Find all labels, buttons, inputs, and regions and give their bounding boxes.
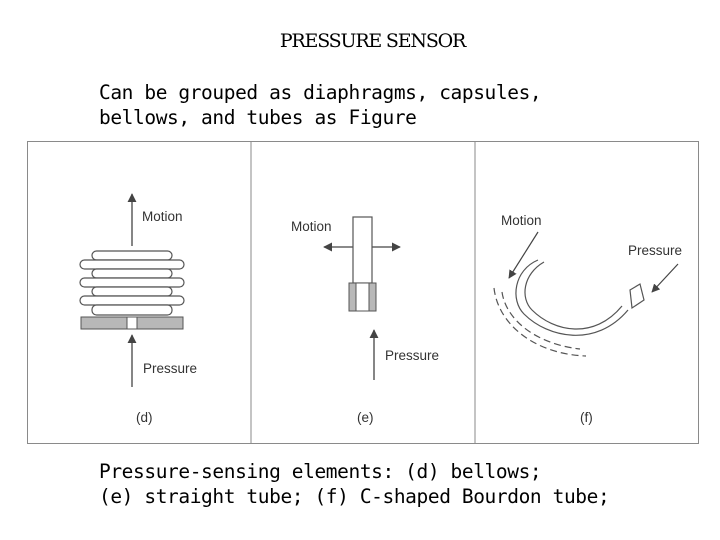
straight-tube-body (348, 216, 377, 312)
panel-bourdon-tube: Motion Pressure (f) (493, 213, 682, 425)
figure-drawing: Motion Pressure (d) Motion (79, 142, 682, 443)
motion-arrow (508, 231, 539, 279)
slide-title: PRESSURE SENSOR (279, 30, 466, 52)
intro-line: bellows, and tubes as Figure (99, 106, 417, 129)
caption-line: (e) straight tube; (f) C-shaped Bourdon … (99, 485, 610, 508)
caption-line: Pressure-sensing elements: (d) bellows; (99, 460, 542, 483)
pressure-label: Pressure (628, 243, 682, 258)
bourdon-tube-body (493, 259, 645, 357)
motion-label: Motion (291, 219, 332, 234)
pressure-elements-figure: Motion Pressure (d) Motion (27, 141, 699, 444)
figure-caption: Pressure-sensing elements: (d) bellows; … (99, 459, 610, 509)
intro-line: Can be grouped as diaphragms, capsules, (99, 81, 542, 104)
panel-straight-tube: Motion Pressure (e) (291, 216, 439, 425)
panel-tag: (f) (580, 410, 593, 425)
panel-bellows: Motion Pressure (d) (79, 193, 197, 425)
panel-tag: (e) (357, 410, 374, 425)
motion-label: Motion (142, 209, 183, 224)
pressure-arrow (651, 263, 679, 293)
panel-tag: (d) (136, 410, 153, 425)
motion-label: Motion (501, 213, 542, 228)
intro-text: Can be grouped as diaphragms, capsules, … (99, 80, 542, 130)
bellows-body (79, 250, 185, 330)
pressure-label: Pressure (385, 348, 439, 363)
pressure-label: Pressure (143, 361, 197, 376)
